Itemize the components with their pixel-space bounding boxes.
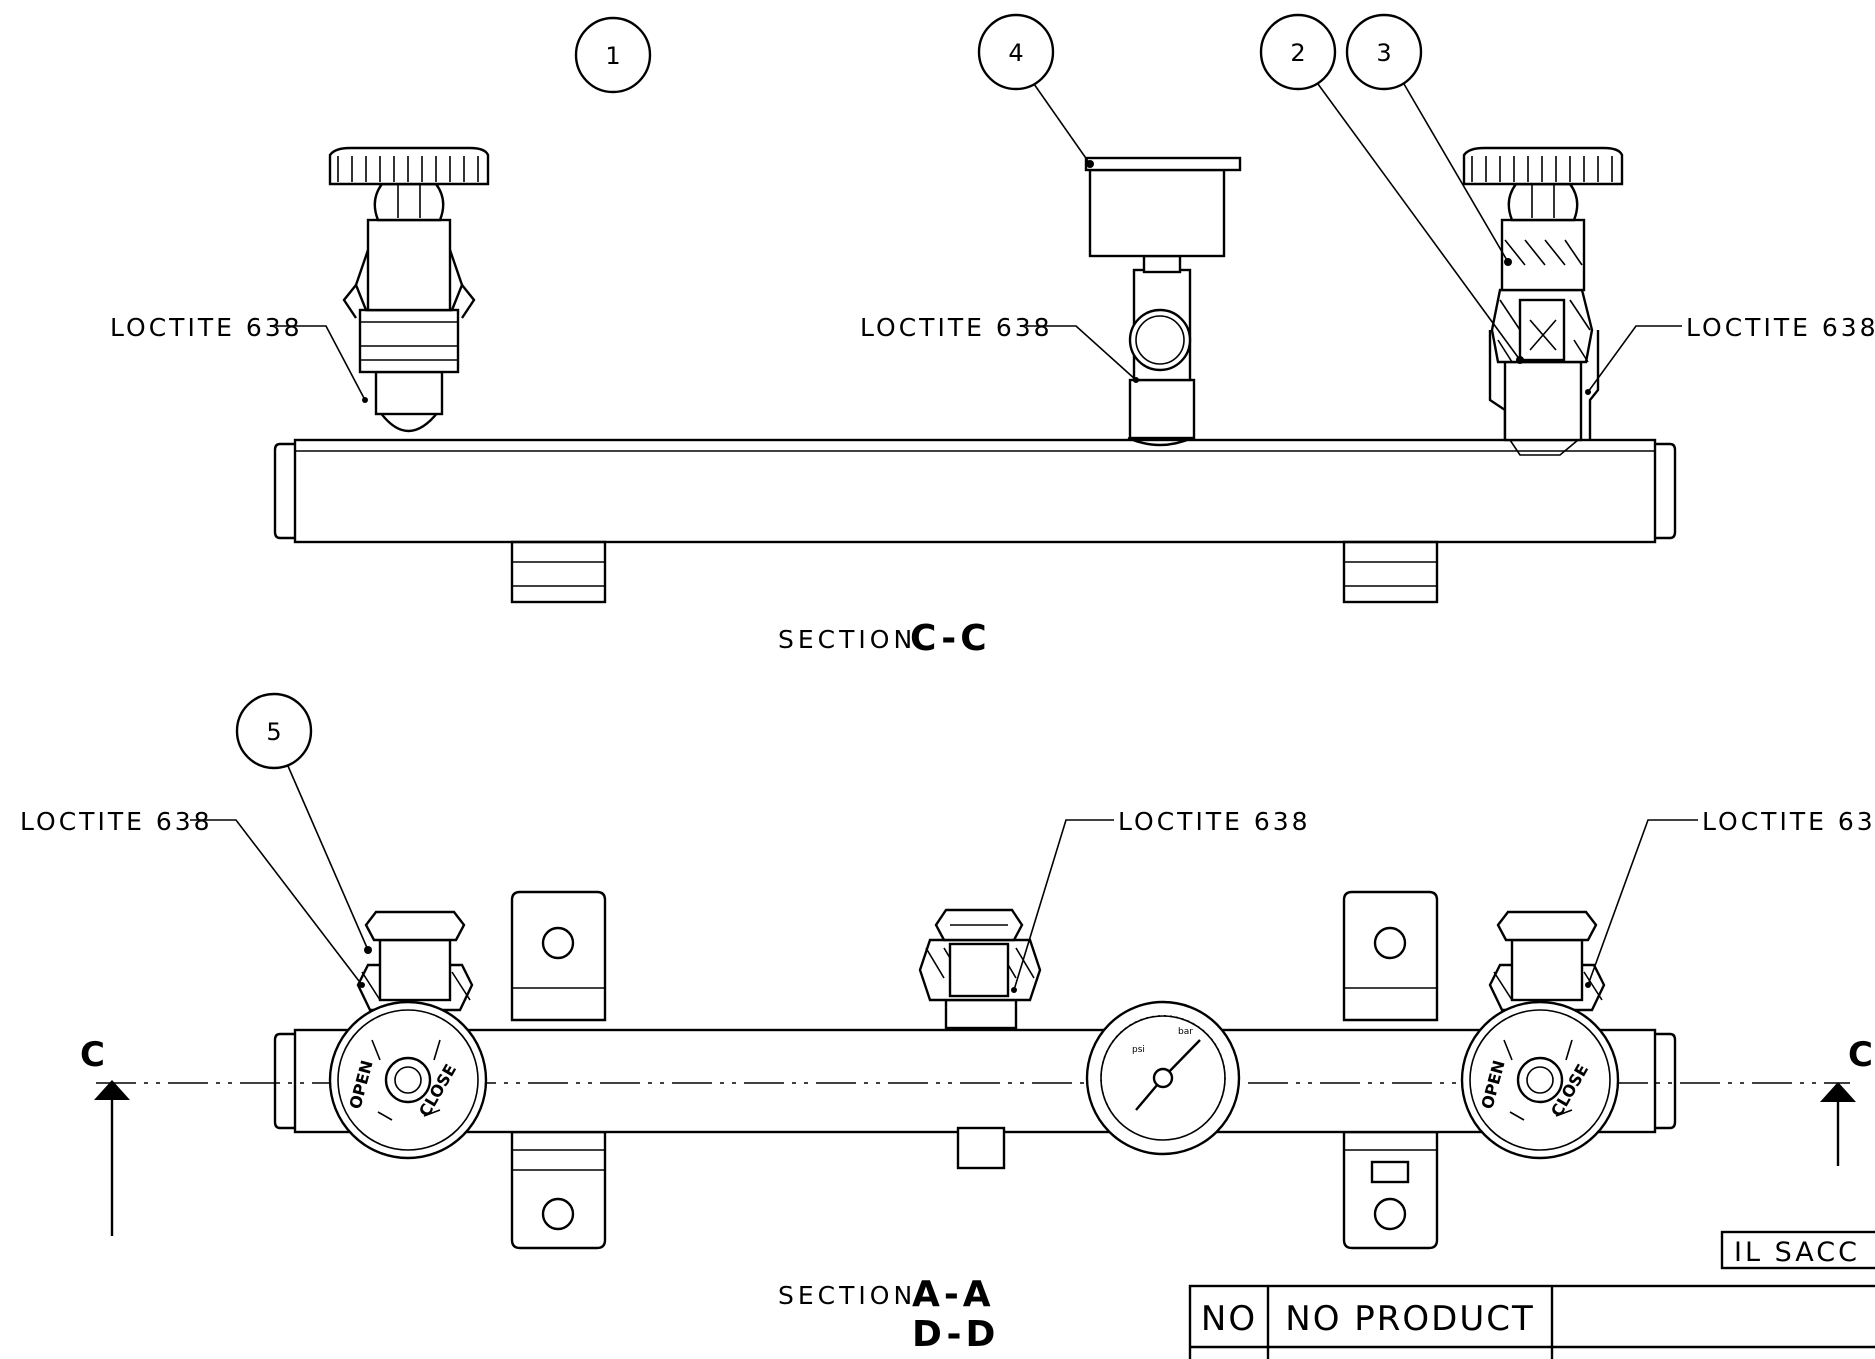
svg-text:3: 3: [1376, 39, 1391, 67]
table-header-no: NO: [1201, 1299, 1257, 1339]
svg-text:2: 2: [1290, 39, 1305, 67]
svg-text:4: 4: [1008, 39, 1023, 67]
note-loctite-bottom-left: LOCTITE 638: [20, 807, 365, 988]
svg-text:C: C: [80, 1035, 105, 1075]
balloon-3: 3: [1345, 13, 1512, 266]
parts-table: NO NO PRODUCT: [1188, 1284, 1875, 1359]
note-loctite-top-right: LOCTITE 638: [1585, 313, 1875, 395]
fitting-center-section: [918, 908, 1042, 1170]
balloon-2: 2: [1259, 13, 1524, 364]
svg-text:1: 1: [605, 42, 620, 70]
valve-2-3-section-view: [1462, 146, 1624, 456]
svg-text:LOCTITE 638: LOCTITE 638: [20, 807, 213, 836]
gauge-4-side-view: [1084, 156, 1242, 447]
valve-knob-right-front: OPEN CLOSE: [1460, 1000, 1620, 1160]
svg-text:bar: bar: [1178, 1027, 1193, 1037]
stamp-box: IL SACC: [1720, 1230, 1875, 1270]
svg-text:SECTION: SECTION: [778, 1281, 916, 1310]
balloon-4: 4: [977, 13, 1094, 168]
svg-text:IL SACC: IL SACC: [1734, 1237, 1860, 1268]
svg-text:LOCTITE 638: LOCTITE 638: [860, 313, 1053, 342]
svg-text:LOCTITE 638: LOCTITE 638: [110, 313, 303, 342]
safety-hands-off-label: [1128, 308, 1192, 372]
fitting-left-valve-section: [356, 910, 474, 1012]
table-header-no-product: NO PRODUCT: [1285, 1299, 1534, 1339]
note-loctite-bottom-right: LOCTITE 638: [1585, 807, 1875, 988]
bracket-left-top: [510, 540, 607, 604]
note-loctite-bottom-center: LOCTITE 638: [1011, 807, 1311, 993]
manifold-pipe-top: [293, 438, 1657, 544]
bracket-left-bottom: [510, 890, 607, 1250]
svg-text:C: C: [1848, 1035, 1873, 1075]
pressure-gauge-front: psi bar: [1085, 1000, 1241, 1156]
section-cc-view: 1 4 2 3 LOCTITE 638 LOCTITE 638: [110, 13, 1875, 659]
bracket-right-top: [1342, 540, 1439, 604]
svg-text:LOCTITE 638: LOCTITE 638: [1118, 807, 1311, 836]
balloon-5: 5: [235, 692, 372, 954]
section-aa-view: OPEN CLOSE OPEN CLOSE psi bar: [20, 692, 1875, 1355]
fitting-right-valve-section: [1488, 910, 1606, 1012]
valve-knob-left-front: OPEN CLOSE: [328, 1000, 488, 1160]
note-loctite-top-left: LOCTITE 638: [110, 313, 368, 403]
cutting-plane-right: C: [1820, 1035, 1873, 1166]
section-title-aa-dd: SECTION A-A D-D: [778, 1274, 999, 1355]
svg-text:psi: psi: [1132, 1045, 1145, 1055]
bracket-right-bottom: [1342, 890, 1439, 1250]
valve-1-side-view: [328, 146, 490, 433]
section-title-cc: SECTION C-C: [778, 618, 991, 659]
cutting-plane-left: C: [80, 1035, 130, 1236]
svg-text:LOCTITE 638: LOCTITE 638: [1702, 807, 1875, 836]
manifold-pipe-bottom: [293, 1028, 1657, 1134]
svg-text:A-A: A-A: [912, 1274, 995, 1315]
svg-text:LOCTITE 638: LOCTITE 638: [1686, 313, 1875, 342]
pipe-end-left: [273, 442, 295, 540]
pipe-end-right: [1655, 442, 1677, 540]
svg-text:SECTION: SECTION: [778, 625, 916, 654]
balloon-1: 1: [574, 16, 652, 94]
svg-text:C-C: C-C: [910, 618, 991, 659]
svg-text:5: 5: [266, 718, 281, 746]
note-loctite-top-center: LOCTITE 638: [860, 313, 1139, 383]
svg-text:D-D: D-D: [912, 1314, 999, 1355]
